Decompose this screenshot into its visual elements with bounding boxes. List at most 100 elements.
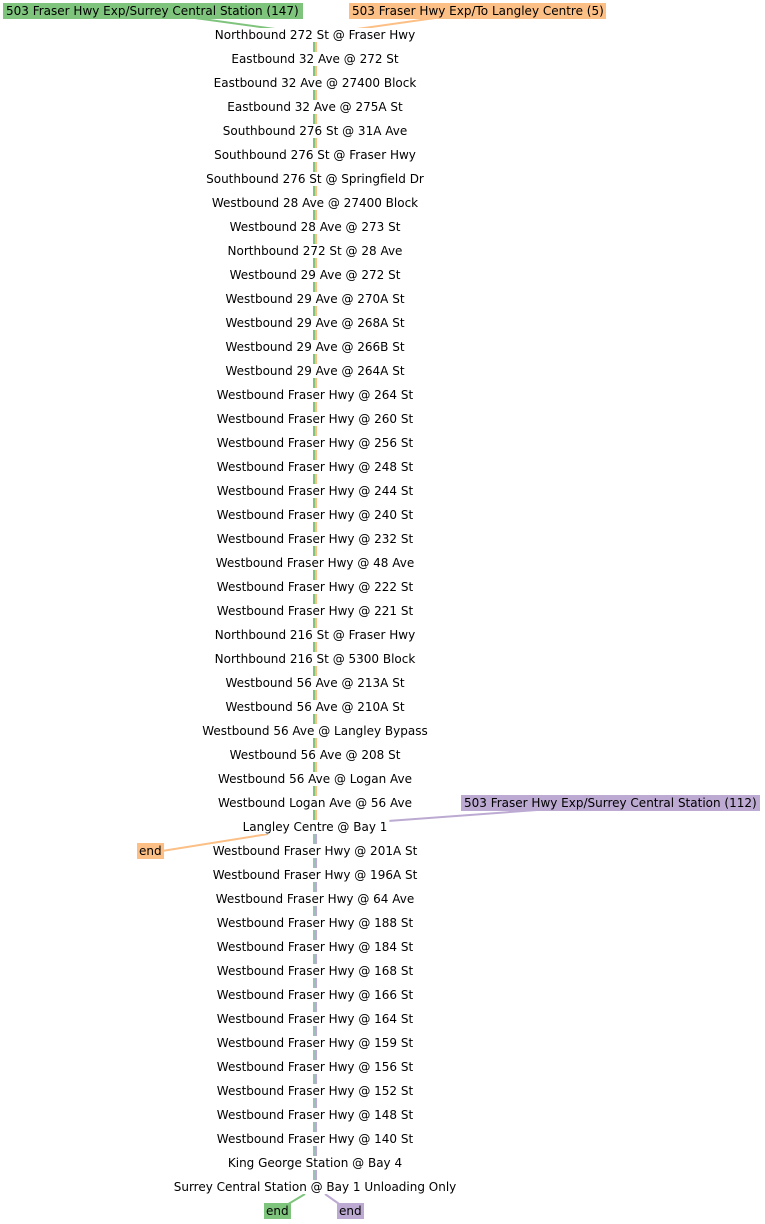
route-tag-orange-background: [349, 3, 606, 19]
stop-label: Westbound 56 Ave @ Langley Bypass: [202, 724, 428, 738]
stop-node: Surrey Central Station @ Bay 1 Unloading…: [171, 1180, 459, 1194]
stop-node: Langley Centre @ Bay 1: [240, 820, 390, 834]
stop-node: Westbound Fraser Hwy @ 196A St: [210, 868, 420, 882]
stop-node: Westbound Fraser Hwy @ 222 St: [214, 580, 416, 594]
stop-label: Eastbound 32 Ave @ 275A St: [227, 100, 403, 114]
stop-label-background: [213, 556, 417, 570]
stop-node: Westbound 29 Ave @ 272 St: [227, 268, 403, 282]
stop-label: Westbound 28 Ave @ 27400 Block: [212, 196, 418, 210]
stop-label: Westbound Fraser Hwy @ 232 St: [217, 532, 414, 546]
stop-node: Westbound Fraser Hwy @ 48 Ave: [213, 556, 417, 570]
stop-label-background: [211, 76, 419, 90]
stop-label: Westbound Fraser Hwy @ 188 St: [217, 916, 414, 930]
stop-node: Westbound 29 Ave @ 268A St: [223, 316, 407, 330]
stop-label-background: [225, 1156, 405, 1170]
stop-label-background: [171, 1180, 459, 1194]
stop-label-background: [214, 508, 416, 522]
stop-node: Westbound Fraser Hwy @ 159 St: [214, 1036, 416, 1050]
stop-node: Westbound 56 Ave @ 213A St: [223, 676, 407, 690]
stop-label: Eastbound 32 Ave @ 272 St: [231, 52, 399, 66]
stop-label-background: [223, 316, 407, 330]
stop-node: Westbound 28 Ave @ 27400 Block: [209, 196, 421, 210]
stop-label: Westbound Fraser Hwy @ 222 St: [217, 580, 414, 594]
stop-label-background: [225, 244, 405, 258]
stop-label-background: [214, 604, 416, 618]
stop-label-background: [214, 412, 416, 426]
stop-label-background: [227, 748, 403, 762]
stop-node: Westbound 28 Ave @ 273 St: [227, 220, 403, 234]
stop-node: Westbound Fraser Hwy @ 148 St: [214, 1108, 416, 1122]
stop-node: Westbound 29 Ave @ 270A St: [223, 292, 407, 306]
stop-label: Northbound 216 St @ Fraser Hwy: [215, 628, 415, 642]
route-edges: [313, 41, 317, 1181]
stop-label: King George Station @ Bay 4: [228, 1156, 402, 1170]
stop-label: Southbound 276 St @ 31A Ave: [223, 124, 407, 138]
stop-node: Westbound Logan Ave @ 56 Ave: [215, 796, 415, 810]
stop-label-background: [210, 844, 420, 858]
stop-label-background: [212, 652, 418, 666]
stop-label: Westbound 29 Ave @ 272 St: [230, 268, 401, 282]
route-tag-green-background: [3, 3, 303, 19]
stop-node: Westbound Fraser Hwy @ 260 St: [214, 412, 416, 426]
stop-label-background: [223, 292, 407, 306]
stop-label: Westbound Fraser Hwy @ 164 St: [217, 1012, 414, 1026]
stop-label: Southbound 276 St @ Fraser Hwy: [214, 148, 416, 162]
route-tag-green-label: 503 Fraser Hwy Exp/Surrey Central Statio…: [6, 4, 299, 18]
stop-label-background: [214, 484, 416, 498]
stop-node: Westbound 56 Ave @ Langley Bypass: [200, 724, 430, 738]
stop-label-background: [200, 724, 430, 738]
stop-node: Westbound Fraser Hwy @ 156 St: [214, 1060, 416, 1074]
stop-label: Westbound Fraser Hwy @ 168 St: [217, 964, 414, 978]
stop-label: Westbound Fraser Hwy @ 196A St: [213, 868, 418, 882]
stop-node: Westbound Fraser Hwy @ 221 St: [214, 604, 416, 618]
end-tag-purple: end: [337, 1203, 364, 1219]
stop-label: Westbound Fraser Hwy @ 152 St: [217, 1084, 414, 1098]
green-route-start-connector: [194, 17, 276, 30]
orange-route-start-connector: [356, 17, 436, 30]
stop-label-background: [227, 268, 403, 282]
stop-node: Westbound Fraser Hwy @ 201A St: [210, 844, 420, 858]
stop-label: Westbound Fraser Hwy @ 260 St: [217, 412, 414, 426]
stop-node: Westbound Fraser Hwy @ 248 St: [214, 460, 416, 474]
end-tag-orange-label: end: [139, 844, 162, 858]
end-tag-green: end: [264, 1203, 291, 1219]
stop-label-background: [223, 676, 407, 690]
stop-label: Westbound Fraser Hwy @ 64 Ave: [216, 892, 414, 906]
stop-label: Westbound 29 Ave @ 268A St: [225, 316, 404, 330]
stop-node: Westbound Fraser Hwy @ 264 St: [214, 388, 416, 402]
stop-label: Westbound Fraser Hwy @ 244 St: [217, 484, 414, 498]
stop-label: Westbound Fraser Hwy @ 221 St: [217, 604, 414, 618]
stop-node: Eastbound 32 Ave @ 27400 Block: [211, 76, 419, 90]
stop-node: Westbound Fraser Hwy @ 244 St: [214, 484, 416, 498]
stop-label: Westbound Fraser Hwy @ 140 St: [217, 1132, 414, 1146]
stop-label: Westbound Fraser Hwy @ 148 St: [217, 1108, 414, 1122]
stop-node: Eastbound 32 Ave @ 272 St: [229, 52, 401, 66]
stop-node: Westbound 29 Ave @ 264A St: [223, 364, 407, 378]
stop-label-background: [214, 916, 416, 930]
route-tag-purple: 503 Fraser Hwy Exp/Surrey Central Statio…: [461, 795, 760, 811]
end-tag-orange: end: [137, 843, 164, 859]
stop-label: Westbound 56 Ave @ 208 St: [230, 748, 401, 762]
stop-node: Westbound Fraser Hwy @ 240 St: [214, 508, 416, 522]
stop-label-background: [209, 196, 421, 210]
stop-label: Westbound 29 Ave @ 264A St: [225, 364, 404, 378]
stop-label-background: [225, 100, 406, 114]
stop-node: Westbound Fraser Hwy @ 188 St: [214, 916, 416, 930]
stop-node: Westbound Fraser Hwy @ 140 St: [214, 1132, 416, 1146]
stop-label: Westbound Fraser Hwy @ 201A St: [213, 844, 418, 858]
end-tag-orange-background: [137, 843, 164, 859]
route-tag-purple-background: [461, 795, 760, 811]
stop-label-background: [214, 940, 416, 954]
purple-route-start-connector: [387, 809, 538, 822]
stop-label-background: [215, 772, 415, 786]
stop-label: Westbound Fraser Hwy @ 240 St: [217, 508, 414, 522]
stop-node: Westbound 56 Ave @ Logan Ave: [215, 772, 415, 786]
stop-label: Northbound 216 St @ 5300 Block: [215, 652, 416, 666]
stop-label-background: [214, 1084, 416, 1098]
stop-label: Westbound Fraser Hwy @ 256 St: [217, 436, 414, 450]
stop-node: Northbound 272 St @ Fraser Hwy: [212, 28, 418, 42]
stop-label: Westbound Fraser Hwy @ 248 St: [217, 460, 414, 474]
stop-label-background: [240, 820, 390, 834]
stop-node: Northbound 216 St @ 5300 Block: [212, 652, 418, 666]
stop-label-background: [214, 580, 416, 594]
